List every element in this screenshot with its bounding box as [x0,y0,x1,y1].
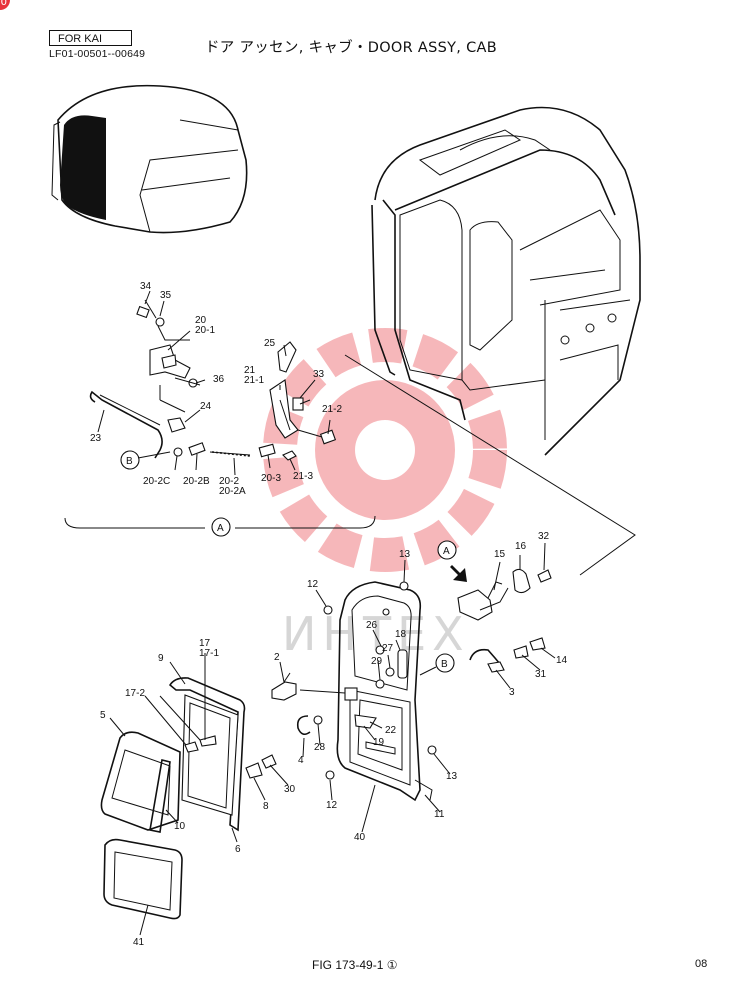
callout-12b: 12 [326,800,338,811]
callout-33: 33 [313,369,325,380]
watermark-gear-ring [263,328,507,572]
callout-15: 15 [494,549,506,560]
door-frame [299,581,433,802]
serial-range: LF01-00501--00649 [49,48,146,60]
callout-16: 16 [515,541,527,552]
callout-20-2c: 20-2C [143,476,170,487]
section-a-bracket [64,515,376,529]
callout-24: 24 [200,401,212,412]
callout-11: 11 [434,809,445,820]
callout-28: 28 [314,742,326,753]
figure-caption: FIG 173-49-1 ① [312,958,398,972]
watermark-gear-core [315,380,455,520]
callout-21-1: 21-1 [244,375,264,386]
callout-5: 5 [100,710,106,721]
watermark-text: ИНТЕХ [282,607,470,661]
key-plan-door-highlight [60,115,106,220]
bush-icon-13b [427,745,437,755]
callout-18: 18 [395,629,407,640]
callout-13a: 13 [399,549,411,560]
cab-body [371,106,641,456]
callout-20: 20 [195,315,207,326]
callout-36: 36 [213,374,225,385]
callout-3: 3 [509,687,515,698]
callout-9: 9 [158,653,164,664]
latch-assembly [89,299,337,461]
callout-4: 4 [298,755,304,766]
callout-29: 29 [371,656,383,667]
callout-13b: 13 [446,771,458,782]
direction-arrow-icon [450,565,467,582]
window-glass-parts [100,677,246,920]
callout-14: 14 [556,655,568,666]
handle-assembly [450,565,552,673]
section-a-marker-detail [437,540,457,560]
watermark-gear-hole [355,420,415,480]
leader-lines [97,290,556,936]
callout-34: 34 [140,281,152,292]
section-b-marker-door [435,653,455,673]
section-a-marker-bracket [211,517,231,537]
bracket-parts [245,672,323,779]
bush-icon-13a [399,581,409,591]
callout-25: 25 [264,338,276,349]
callout-31: 31 [535,669,547,680]
section-b-marker-left [120,450,140,470]
callout-21-2: 21-2 [322,404,342,415]
callout-17-2: 17-2 [125,688,145,699]
callout-27: 27 [382,643,394,654]
callout-20-1: 20-1 [195,325,215,336]
corner-badge-label: 0 [0,0,7,8]
callout-30: 30 [284,784,296,795]
section-b-label-door: B [441,659,448,670]
callout-2: 2 [274,652,280,663]
page-number: 08 [695,958,708,970]
callout-20-2b: 20-2B [183,476,210,487]
cab-door-leader [344,354,636,576]
callout-22: 22 [385,725,397,736]
callout-21: 21 [244,365,256,376]
key-plan-cab [51,84,248,234]
corner-badge: 0 [0,0,10,10]
watermark-logo [263,328,507,572]
callout-6: 6 [235,844,241,855]
callout-17: 17 [199,638,211,649]
callout-12a: 12 [307,579,319,590]
for-model-box: FOR KAI [49,30,132,46]
bush-icon-12b [325,770,335,780]
callout-20-3: 20-3 [261,473,281,484]
callout-8: 8 [263,801,269,812]
callout-20-2: 20-2 [219,476,239,487]
callout-19: 19 [373,737,385,748]
section-a-label-bracket: A [217,523,224,534]
callout-20-2a: 20-2A [219,486,246,497]
callout-26: 26 [366,620,378,631]
page-title: ドア アッセン, キャブ・DOOR ASSY, CAB [205,40,497,56]
bush-icon-12a [323,605,333,615]
section-a-label-detail: A [443,546,450,557]
callout-32: 32 [538,531,550,542]
callout-23: 23 [90,433,102,444]
callout-41: 41 [133,937,145,948]
callout-17-1: 17-1 [199,648,219,659]
section-b-label-left: B [126,456,133,467]
callout-21-3: 21-3 [293,471,313,482]
callout-40: 40 [354,832,366,843]
callout-35: 35 [160,290,172,301]
callout-10: 10 [174,821,186,832]
